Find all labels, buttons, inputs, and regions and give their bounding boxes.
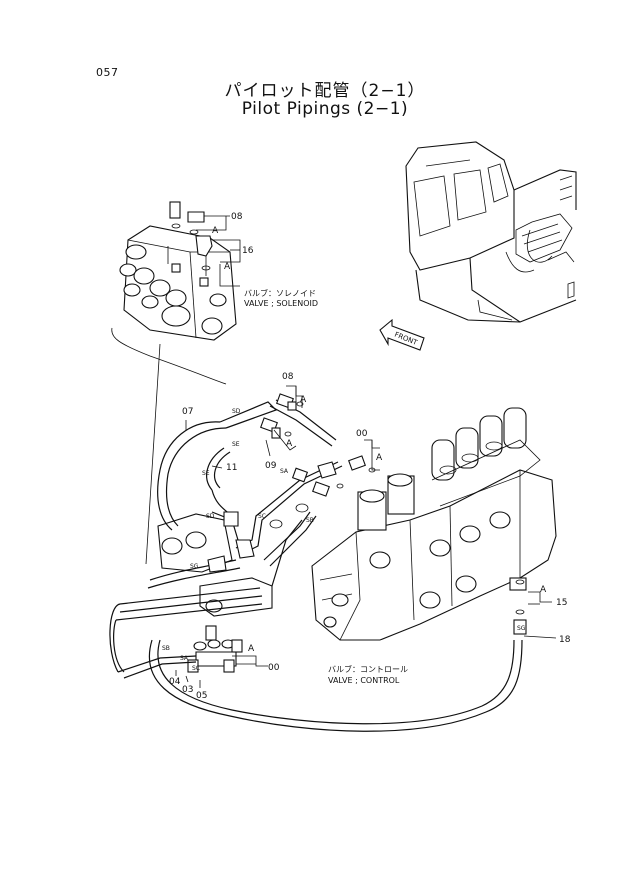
leader-lines-top (196, 215, 241, 287)
port-tag-sg-1: SG (190, 563, 199, 570)
port-tag-sd-2: SD (206, 513, 215, 520)
letter-a-6: A (540, 585, 547, 595)
letter-a-3: A (300, 395, 307, 405)
callout-00-bottom: 00 (268, 663, 280, 673)
fittings-middle (207, 393, 376, 573)
excavator-illustration (405, 141, 577, 323)
port-tag-se-2: SE (202, 470, 210, 477)
callout-00-right: 00 (356, 429, 368, 439)
letter-a-4: A (286, 439, 293, 449)
callout-08-top: 08 (231, 212, 243, 222)
callout-09: 09 (265, 461, 277, 471)
zoom-leader (145, 343, 161, 565)
title-english: Pilot Pipings (2−1) (241, 99, 409, 119)
letter-a-1: A (212, 226, 219, 236)
port-tag-sb-1: SB (306, 517, 314, 524)
solenoid-valve-illustration (119, 201, 237, 341)
port-tag-sa-1: SA (280, 468, 289, 475)
callout-05: 05 (196, 691, 207, 701)
port-tag-sc-2: SC (192, 665, 200, 672)
port-tag-se-1: SE (232, 441, 240, 448)
port-tag-sd-1: SD (232, 408, 241, 415)
zoom-bracket (111, 327, 227, 385)
letter-a-5: A (376, 453, 383, 463)
page-number: 057 (96, 66, 119, 79)
control-valve-illustration (311, 407, 557, 641)
valve-control-en: VALVE ; CONTROL (328, 676, 400, 685)
callout-03: 03 (182, 685, 193, 695)
front-arrow-icon: FRONT (379, 318, 425, 351)
callout-18: 18 (559, 635, 571, 645)
callout-16: 16 (242, 246, 254, 256)
valve-control-jp: バルブ：コントロール (328, 664, 408, 674)
callout-08-mid: 08 (282, 372, 294, 382)
callout-04: 04 (169, 677, 181, 687)
port-tag-sg-2: SG (517, 625, 526, 632)
leader-lines-middle (175, 385, 557, 688)
valve-solenoid-jp: バルブ：ソレノイド (244, 288, 316, 298)
callout-15: 15 (556, 598, 567, 608)
title-japanese: パイロット配管（2−1） (224, 81, 426, 101)
port-tag-sc-1: SC (258, 513, 266, 520)
callout-07: 07 (182, 407, 193, 417)
valve-solenoid-en: VALVE ; SOLENOID (244, 299, 318, 308)
letter-a-2: A (224, 262, 231, 272)
port-tag-sa-2: SA (180, 655, 189, 662)
pilot-block-illustration (157, 513, 273, 673)
port-tag-sb-2: SB (162, 645, 170, 652)
callout-11: 11 (226, 463, 237, 473)
letter-a-7: A (248, 644, 255, 654)
